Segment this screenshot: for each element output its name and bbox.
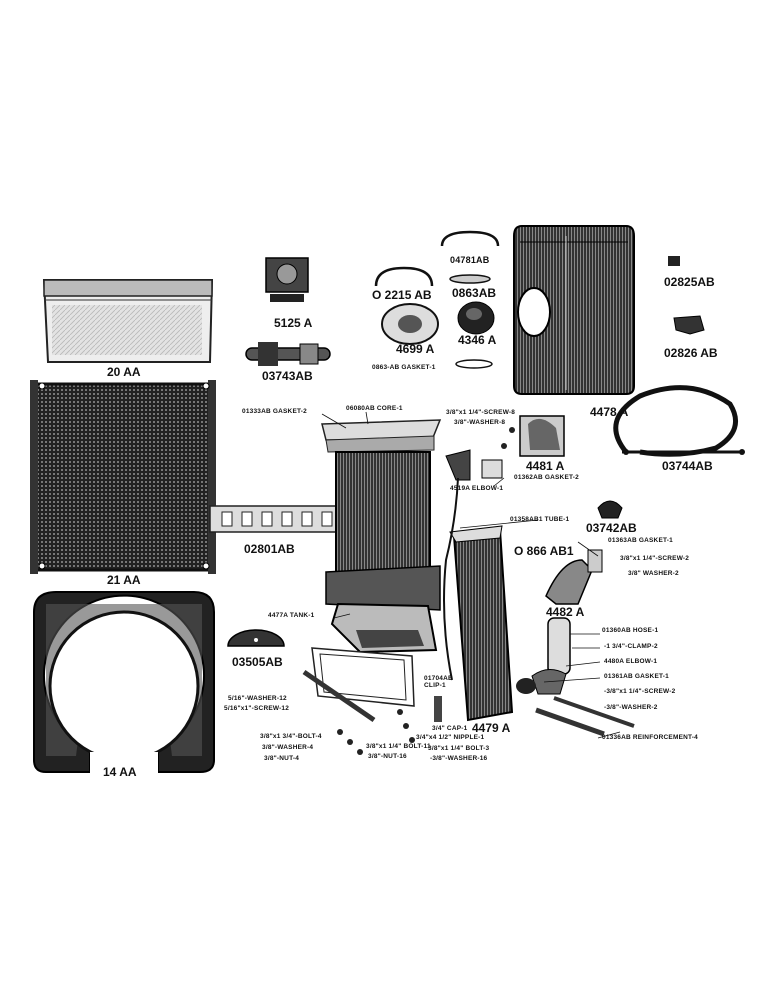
- part-lower-gasket: [311, 647, 415, 707]
- part-4481a-outlet: [519, 415, 565, 457]
- label-screw-8: 3/8"x1 1/4"-SCREW-8: [446, 409, 516, 416]
- label-01704ab-clip: 01704AB CLIP-1: [424, 675, 453, 689]
- label-01363ab-gasket: 01363AB GASKET-1: [608, 537, 673, 544]
- part-hardware-bolts: [337, 427, 515, 755]
- label-nut-16: 3/8"-NUT-16: [368, 753, 407, 760]
- label-4481a: 4481 A: [526, 459, 565, 473]
- part-core-assembly: [321, 419, 442, 611]
- part-4519a-elbow: [445, 449, 503, 481]
- part-03505ab-plate: [227, 629, 285, 647]
- label-bolt-11: 3/8"x1 1/4" BOLT-11: [366, 743, 431, 750]
- label-02826ab: 02826 AB: [664, 346, 718, 360]
- label-washer-12: 5/16"-WASHER-12: [228, 695, 287, 702]
- label-washer-4: 3/8"-WASHER-4: [262, 744, 314, 751]
- part-02801ab-strip: [209, 505, 346, 533]
- label-4346a: 4346 A: [458, 333, 497, 347]
- part-02826ab-bracket: [673, 315, 705, 335]
- label-4519a-elbow: 4519A ELBOW-1: [450, 485, 504, 492]
- part-02825ab-bracket: [668, 256, 680, 266]
- part-14aa-fan-shroud: [33, 591, 215, 782]
- label-4699a: 4699 A: [396, 342, 435, 356]
- part-4479a-side-tank: [449, 525, 514, 722]
- label-5125a: 5125 A: [274, 316, 313, 330]
- label-03743ab: 03743AB: [262, 369, 313, 383]
- label-bolt-3: 3/8"x1 1/4" BOLT-3: [428, 745, 490, 752]
- part-01360ab-hose: [516, 617, 571, 695]
- label-washer-16: -3/8"-WASHER-16: [430, 755, 488, 762]
- label-01361ab-gasket: 01361AB GASKET-1: [604, 673, 669, 680]
- label-14aa: 14 AA: [103, 765, 137, 779]
- label-4482a: 4482 A: [546, 605, 585, 619]
- label-nut-4: 3/8"-NUT-4: [264, 755, 300, 762]
- label-4477a-tank: 4477A TANK-1: [268, 612, 315, 619]
- label-01360ab-hose: 01360AB HOSE-1: [602, 627, 659, 634]
- label-nipple-1: 3/4"x4 1/2" NIPPLE-1: [416, 734, 485, 741]
- part-4482a-elbow: [545, 549, 603, 605]
- label-06080ab-core: 06080AB CORE-1: [346, 405, 403, 412]
- part-03744ab-hose: [613, 385, 745, 457]
- label-screw-2b: -3/8"x1 1/4"-SCREW-2: [604, 688, 676, 695]
- part-03743ab-fitting: [245, 342, 331, 366]
- part-4478a-upper-tank: [513, 225, 635, 395]
- label-01358ab1-tube: 01358AB1 TUBE-1: [510, 516, 570, 523]
- label-21aa: 21 AA: [107, 573, 141, 587]
- label-cap-1: 3/4" CAP-1: [432, 725, 468, 732]
- label-4479a: 4479 A: [472, 721, 511, 735]
- label-02825ab: 02825AB: [664, 275, 715, 289]
- label-02215ab: O 2215 AB: [372, 288, 432, 302]
- label-washer-8: 3/8"-WASHER-8: [454, 419, 506, 426]
- part-4477a-tank: [330, 602, 438, 654]
- label-04781ab: 04781AB: [450, 255, 490, 265]
- part-gasket-rings: [374, 230, 500, 369]
- label-20aa: 20 AA: [107, 365, 141, 379]
- part-20aa-top-cover: [42, 279, 214, 363]
- part-01358ab-tube: [443, 477, 459, 681]
- label-4480a-elbow: 4480A ELBOW-1: [604, 658, 658, 665]
- label-01333ab-gasket: 01333AB GASKET-2: [242, 408, 307, 415]
- label-0866ab1: O 866 AB1: [514, 544, 574, 558]
- label-screw-2a: 3/8"x1 1/4"-SCREW-2: [620, 555, 690, 562]
- label-01362ab-gasket: 01362AB GASKET-2: [514, 474, 579, 481]
- label-0863-gasket: 0863-AB GASKET-1: [372, 364, 436, 371]
- part-5125a-flange: [265, 257, 309, 302]
- label-4478a: 4478 A: [590, 405, 629, 419]
- label-03744ab: 03744AB: [662, 459, 713, 473]
- part-21aa-grille: [30, 380, 216, 574]
- part-side-strips: [302, 669, 635, 737]
- label-screw-12: 5/16"x1"-SCREW-12: [224, 705, 290, 712]
- label-01336ab-reinforcement: 01336AB REINFORCEMENT-4: [602, 734, 698, 741]
- leader-lines: [321, 411, 621, 739]
- label-0863ab: 0863AB: [452, 286, 497, 300]
- part-03742ab-cap: [597, 500, 623, 519]
- label-washer-2b: -3/8"-WASHER-2: [604, 704, 658, 711]
- label-03742ab: 03742AB: [586, 521, 637, 535]
- label-03505ab: 03505AB: [232, 655, 283, 669]
- label-bolt-4: 3/8"x1 3/4"-BOLT-4: [260, 733, 322, 740]
- label-clamp-2: -1 3/4"-CLAMP-2: [604, 643, 658, 650]
- label-02801ab: 02801AB: [244, 542, 295, 556]
- label-washer-2a: 3/8" WASHER-2: [628, 570, 679, 577]
